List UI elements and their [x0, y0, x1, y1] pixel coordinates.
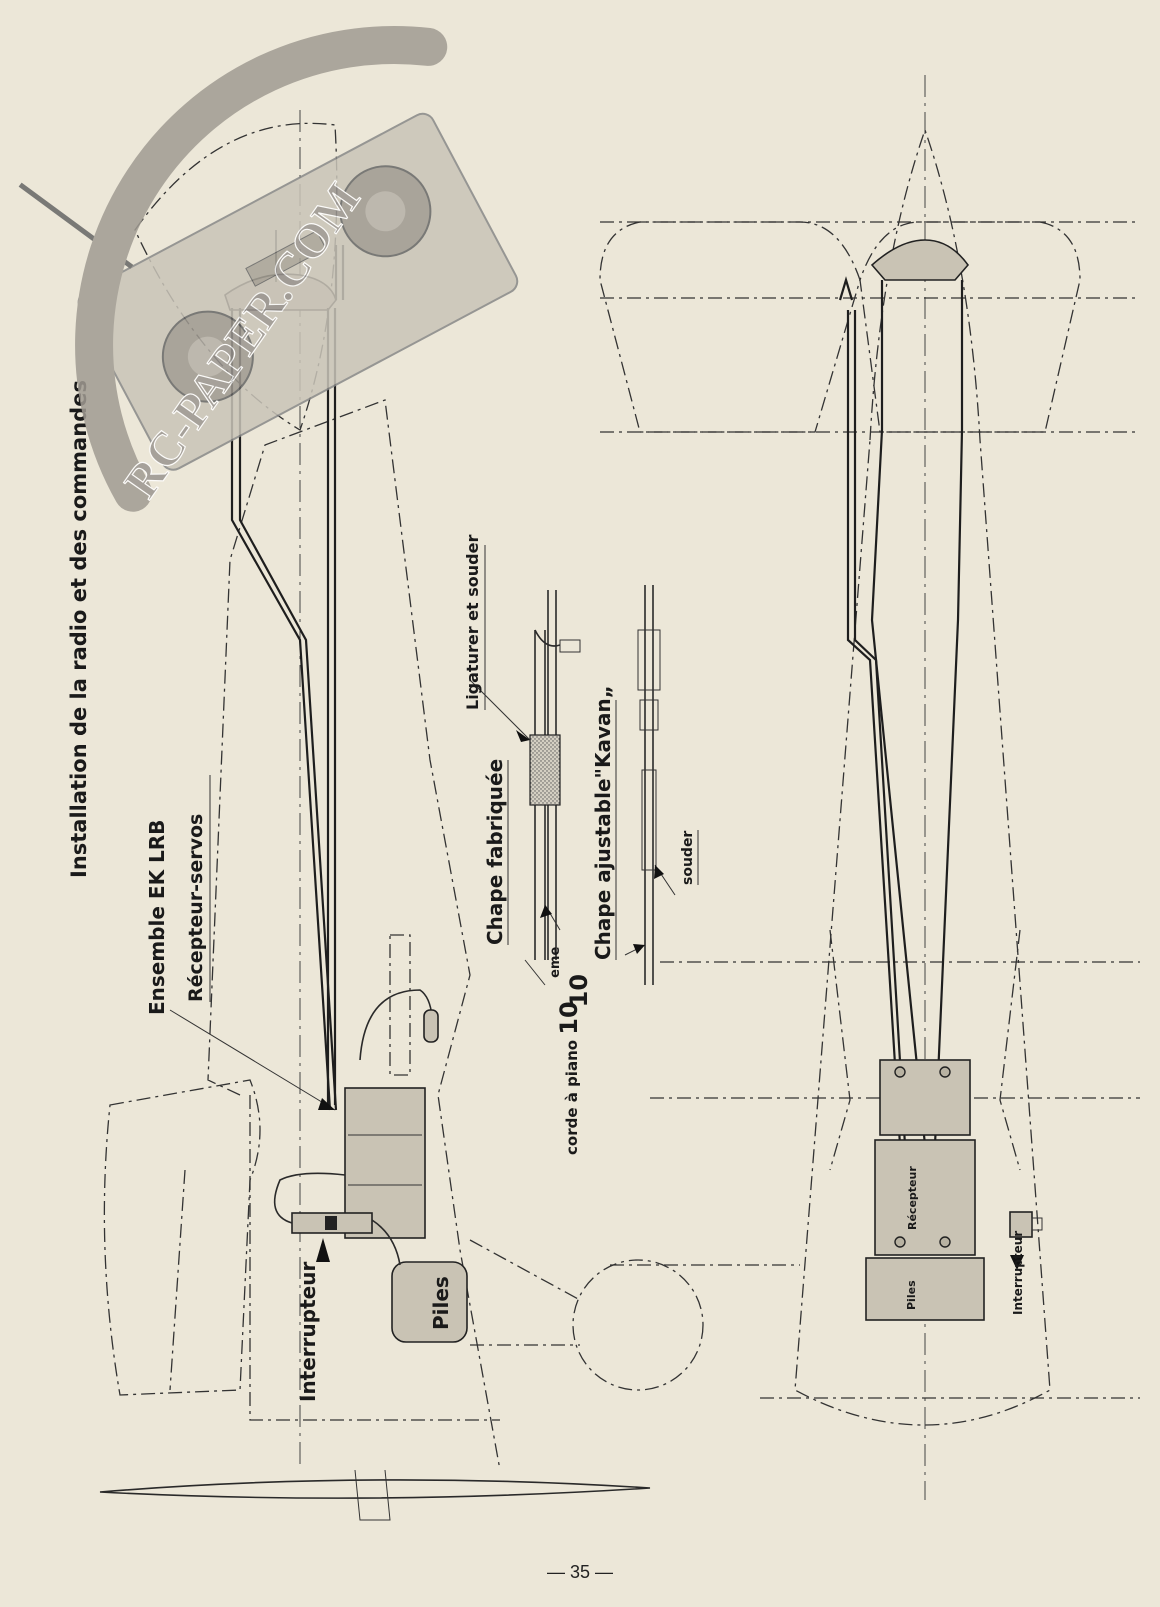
wheel-pant: [103, 1079, 261, 1396]
chape-fabriquee-label: Chape fabriquée: [483, 759, 507, 945]
ligaturer-label: Ligaturer et souder: [463, 535, 482, 710]
interrupteur-small-label: Interrupteur: [1011, 1231, 1025, 1315]
battery-pack: [391, 1261, 468, 1343]
recepteur-servos-label: Récepteur-servos: [185, 814, 207, 1002]
wire-binding: [529, 734, 561, 806]
corde-big: 10: [555, 1001, 583, 1034]
interrupteur-label: Interrupteur: [296, 1262, 320, 1402]
top-view: [599, 75, 1140, 1500]
servo-top: [879, 1059, 971, 1136]
wheel: [572, 1259, 704, 1391]
piles-label: Piles: [429, 1276, 453, 1330]
clevis-details: [469, 585, 676, 986]
corde-prefix: corde à piano: [563, 1035, 581, 1155]
corde-sup: eme: [548, 947, 563, 978]
page-title: Installation de la radio et des commande…: [67, 380, 91, 878]
receiver-top: [874, 1139, 976, 1256]
battery-top: [865, 1257, 985, 1321]
corde-sub: 10: [565, 974, 593, 1007]
wing-profile: [99, 1479, 651, 1499]
corde-a-piano-label: corde à piano 1010eme: [548, 947, 593, 1155]
leader-ensemble: [169, 1009, 336, 1111]
page-number: — 35 —: [546, 1562, 614, 1582]
souder-label: souder: [680, 831, 696, 885]
recepteur-small-label: Récepteur: [906, 1166, 919, 1230]
piles-small-label: Piles: [905, 1280, 918, 1310]
ensemble-label: Ensemble EK LRB: [145, 820, 169, 1015]
chape-ajustable-label: Chape ajustable"Kavan„: [591, 685, 615, 960]
control-horn-top: [870, 239, 970, 281]
